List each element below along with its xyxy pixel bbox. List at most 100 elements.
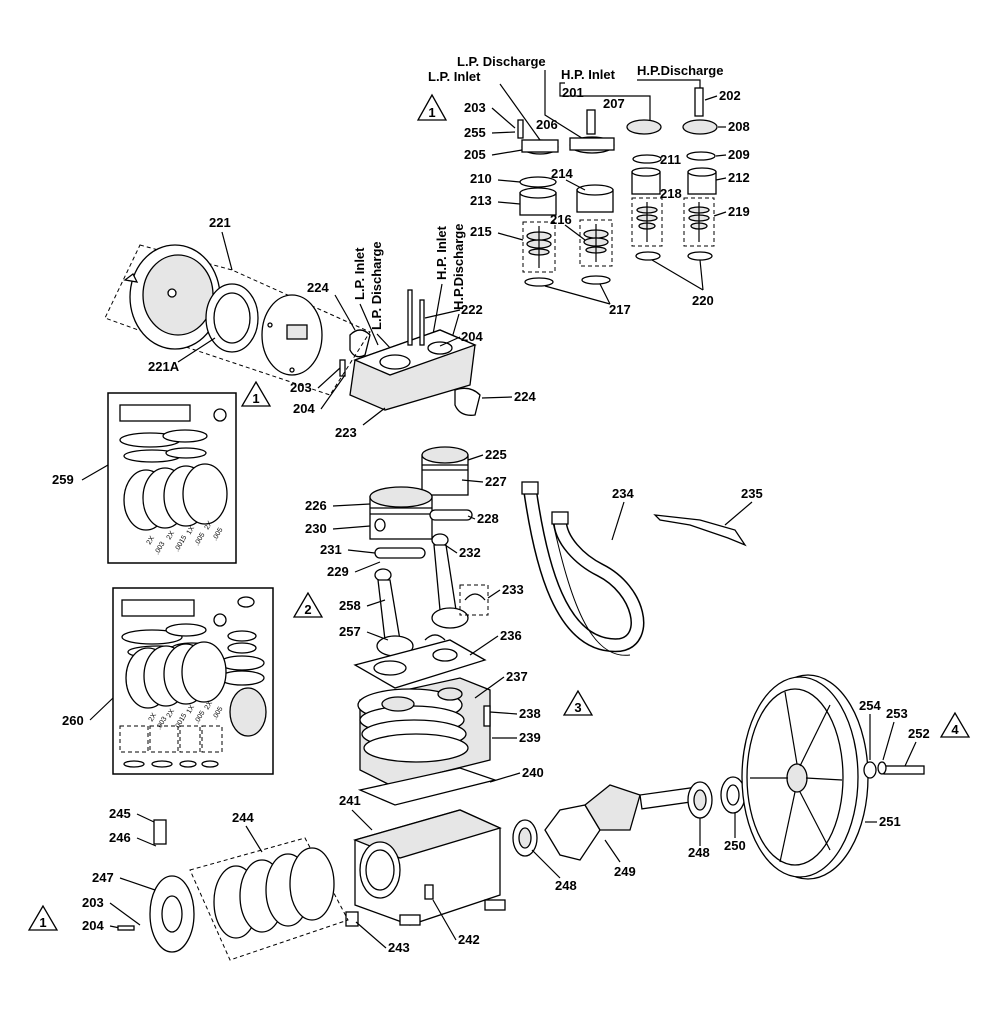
bearing-233 (464, 593, 486, 601)
callout-240: 240 (522, 765, 544, 780)
callout-229: 229 (327, 564, 349, 579)
callout-259: 259 (52, 472, 74, 487)
callout-215: 215 (470, 224, 492, 239)
callout-248: 248 (688, 845, 710, 860)
plug-242 (424, 884, 434, 900)
gasket-236 (353, 639, 487, 689)
callout-210: 210 (470, 171, 492, 186)
fan-ring-221a (205, 283, 259, 353)
callout-202: 202 (719, 88, 741, 103)
fitting-201 (586, 109, 596, 135)
note-marker-1-bottom: 1 (27, 904, 59, 931)
kit259-label: 2X (166, 530, 177, 541)
callout-204: 204 (461, 329, 483, 344)
note-marker-2: 2 (292, 591, 324, 618)
plug-243 (345, 911, 359, 927)
note-marker-1-mid: 1 (240, 380, 272, 407)
callout-218: 218 (660, 186, 682, 201)
note-marker-4: 4 (939, 711, 971, 738)
note-marker-1-top: 1 (416, 93, 448, 121)
callout-244: 244 (232, 810, 254, 825)
callout-235: 235 (741, 486, 763, 501)
valve-assembly-216 (583, 224, 609, 262)
callout-239: 239 (519, 730, 541, 745)
callout-201: 201 (562, 85, 584, 100)
callout-216: 216 (550, 212, 572, 227)
head-lp-discharge-annotation: L.P. Discharge (369, 241, 384, 330)
callout-238: 238 (519, 706, 541, 721)
breather-245 (153, 819, 167, 845)
callout-204: 204 (293, 401, 315, 416)
kit259-label: 2X (204, 520, 215, 531)
svg-text:3: 3 (574, 700, 581, 715)
crankshaft-249 (544, 784, 698, 861)
kit260-label: 2X (148, 712, 159, 723)
hp-inlet-annotation: H.P. Inlet (561, 67, 616, 82)
gaskets-244 (213, 847, 335, 939)
callout-225: 225 (485, 447, 507, 462)
elbow-fitting-224-right (454, 387, 481, 416)
hp-discharge-annotation: H.P.Discharge (637, 63, 723, 78)
bearing-248-left (512, 819, 538, 857)
callout-203: 203 (464, 100, 486, 115)
callout-246: 246 (109, 830, 131, 845)
callout-257: 257 (339, 624, 361, 639)
callout-243: 243 (388, 940, 410, 955)
callout-236: 236 (500, 628, 522, 643)
callout-248: 248 (555, 878, 577, 893)
callout-207: 207 (603, 96, 625, 111)
svg-text:1: 1 (428, 105, 435, 120)
callout-258: 258 (339, 598, 361, 613)
svg-text:2: 2 (304, 602, 311, 617)
callout-212: 212 (728, 170, 750, 185)
cylinder-head-223 (349, 289, 477, 411)
callout-208: 208 (728, 119, 750, 134)
callout-260: 260 (62, 713, 84, 728)
callout-247: 247 (92, 870, 114, 885)
callout-251: 251 (879, 814, 901, 829)
kit259-label: 2X (146, 535, 157, 546)
stud-238 (483, 705, 491, 727)
flywheel-pulley-251 (741, 674, 869, 880)
lp-piston-226 (369, 486, 433, 540)
kit260-label: 1X (186, 704, 197, 715)
callout-203: 203 (82, 895, 104, 910)
callout-237: 237 (506, 669, 528, 684)
gasket-kit-259-contents (119, 404, 228, 531)
elbow-fitting-224-top (349, 329, 371, 358)
bearing-cover-247 (149, 875, 195, 953)
kit260-label: 2X (166, 708, 177, 719)
note-marker-3: 3 (562, 689, 594, 716)
lp-inlet-annotation: L.P. Inlet (428, 69, 481, 84)
callout-219: 219 (728, 204, 750, 219)
connecting-rod-258 (374, 568, 414, 657)
bearing-248-right (687, 781, 713, 819)
valve-assembly-219 (688, 202, 710, 242)
callout-205: 205 (464, 147, 486, 162)
callout-223: 223 (335, 425, 357, 440)
kit260-label: 2X (204, 700, 215, 711)
callout-232: 232 (459, 545, 481, 560)
callout-224: 224 (514, 389, 536, 404)
kit259-label: 1X (186, 525, 197, 536)
callout-204: 204 (82, 918, 104, 933)
callout-222: 222 (461, 302, 483, 317)
hp-discharge-cap (682, 119, 718, 135)
callout-253: 253 (886, 706, 908, 721)
callout-221a: 221A (148, 359, 180, 374)
callout-242: 242 (458, 932, 480, 947)
svg-text:4: 4 (951, 722, 959, 737)
lp-discharge-annotation: L.P. Discharge (457, 54, 546, 69)
callout-234: 234 (612, 486, 634, 501)
fan-plate (261, 294, 323, 376)
callout-255: 255 (464, 125, 486, 140)
callout-226: 226 (305, 498, 327, 513)
svg-text:1: 1 (252, 391, 259, 406)
callout-231: 231 (320, 542, 342, 557)
nut-254 (863, 761, 877, 779)
cylinder-237 (357, 677, 491, 786)
connecting-rod-232 (431, 533, 469, 629)
fan-shroud-221 (129, 244, 221, 350)
